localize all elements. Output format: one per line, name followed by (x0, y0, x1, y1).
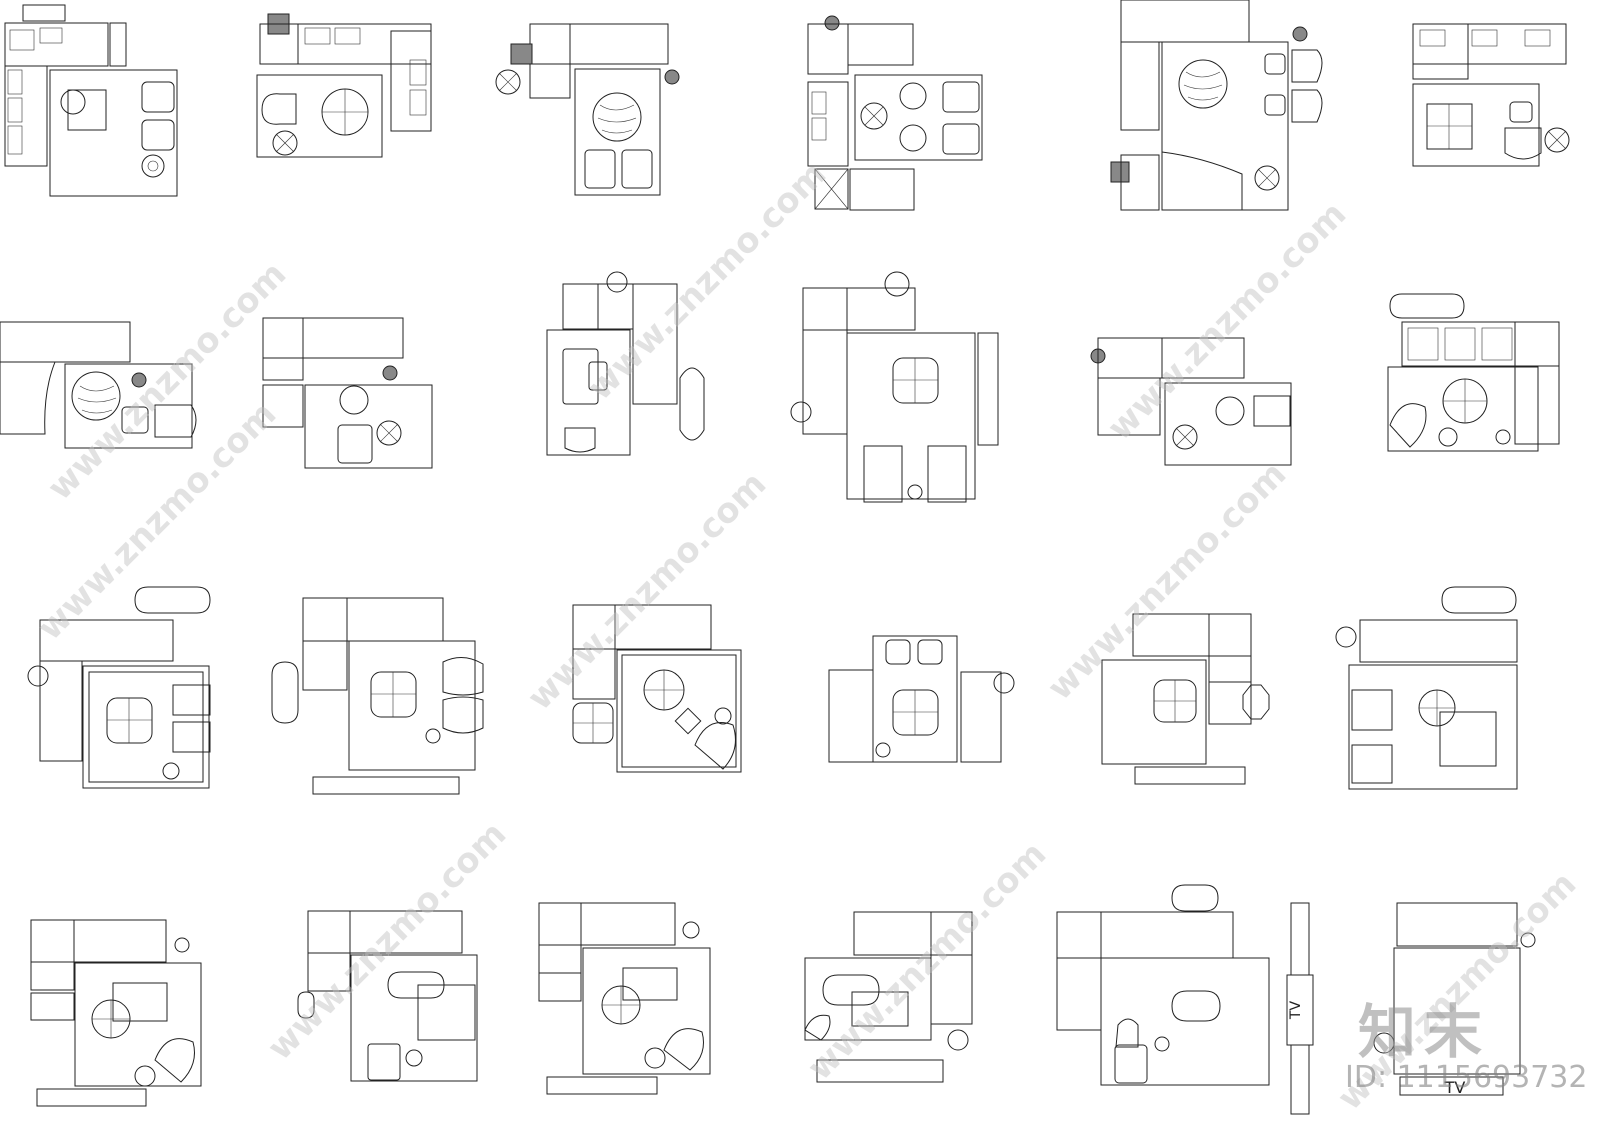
watermark-logo: 知末 (1358, 998, 1491, 1066)
plan-6 (1412, 23, 1570, 167)
plan-20 (297, 910, 478, 1082)
tv-label-bottom: TV (1444, 1078, 1466, 1097)
plan-24: TV (1373, 902, 1536, 1097)
plan-2 (256, 13, 432, 158)
plan-14 (271, 597, 484, 795)
plan-19 (30, 919, 202, 1107)
plan-12 (1387, 293, 1560, 452)
tv-label-vertical: TV (1288, 1001, 1304, 1021)
plan-18 (1335, 586, 1518, 790)
plan-4 (807, 15, 983, 211)
plan-21 (538, 902, 711, 1095)
watermark-id: ID: 1115693732 (1345, 1060, 1588, 1095)
plan-1 (4, 4, 178, 197)
plan-5 (1110, 0, 1323, 211)
plan-16 (828, 635, 1015, 763)
plan-15 (572, 604, 742, 773)
plan-10 (790, 271, 999, 503)
plan-23: TV (1056, 884, 1314, 1115)
plan-9 (546, 271, 705, 456)
plan-13 (27, 586, 211, 789)
plan-8 (262, 317, 433, 469)
plan-3 (495, 23, 680, 196)
plan-11 (1090, 337, 1292, 466)
plan-7 (0, 321, 197, 449)
plan-17 (1101, 613, 1270, 785)
plan-22 (804, 911, 973, 1083)
